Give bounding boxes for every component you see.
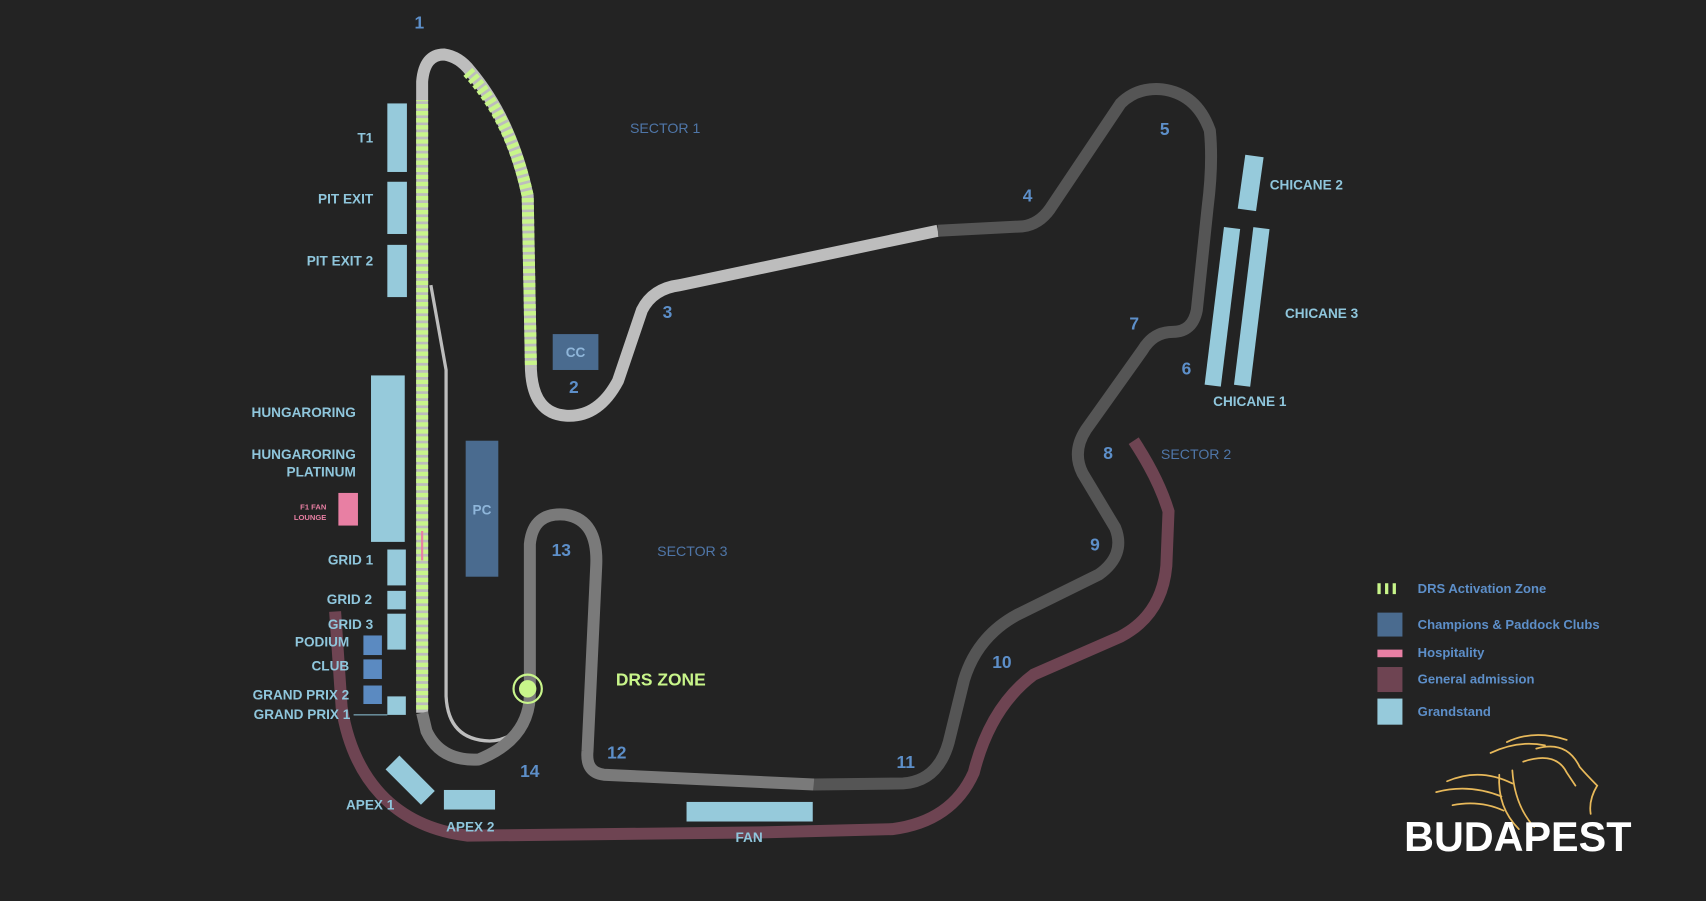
logo-budapest: BUDAPEST: [1404, 814, 1631, 860]
general-admission-area[interactable]: [329, 437, 1175, 842]
label-pit-exit: PIT EXIT: [318, 192, 374, 207]
legend-clubs: Champions & Paddock Clubs: [1418, 617, 1600, 632]
grandstand-hungaroring[interactable]: [371, 375, 405, 542]
fan-lounge-label-2: LOUNGE: [294, 513, 327, 522]
grandstand-club[interactable]: [363, 659, 382, 679]
label-apex-1: APEX 1: [346, 798, 395, 813]
label-apex-2: APEX 2: [446, 819, 495, 834]
label-fan: FAN: [735, 830, 762, 845]
label-hungaroring: HUNGARORING: [252, 405, 356, 420]
drs-dashes-icon: [1377, 583, 1396, 595]
sector-2-label: SECTOR 2: [1161, 446, 1232, 462]
grandstand-grid-1[interactable]: [387, 549, 406, 586]
legend: DRS Activation Zone Champions & Paddock …: [1377, 581, 1600, 725]
label-podium: PODIUM: [295, 634, 349, 649]
grandstand-apex-2[interactable]: [443, 789, 496, 810]
grandstand-podium[interactable]: [363, 635, 382, 656]
grandstand-pit-exit-2[interactable]: [387, 244, 407, 298]
grandstand-grid-2[interactable]: [387, 590, 406, 610]
turn-9: 9: [1090, 535, 1100, 555]
hospitality-swatch-icon: [1377, 649, 1403, 658]
legend-hospitality: Hospitality: [1418, 645, 1485, 660]
legend-general-admission: General admission: [1418, 671, 1535, 686]
track-sector-2: [813, 83, 1218, 791]
turn-12: 12: [607, 742, 626, 762]
grandstand-fan[interactable]: [686, 801, 813, 822]
turn-7: 7: [1129, 314, 1139, 334]
champions-club-cc[interactable]: [552, 334, 599, 370]
label-grand-prix-2: GRAND PRIX 2: [253, 688, 350, 703]
grandstand-grand-prix-1[interactable]: [387, 696, 406, 715]
turn-8: 8: [1103, 443, 1113, 463]
turn-4: 4: [1023, 185, 1033, 205]
grandstand-chicane-1[interactable]: [1204, 226, 1241, 387]
drs-detection-point: [512, 673, 543, 705]
grandstand-chicane-3[interactable]: [1233, 227, 1270, 387]
grandstand-grid-3[interactable]: [387, 613, 406, 650]
label-grid-2: GRID 2: [327, 592, 373, 607]
turn-5: 5: [1160, 119, 1170, 139]
grandstand-apex-1[interactable]: [385, 755, 435, 805]
label-chicane-2: CHICANE 2: [1270, 177, 1344, 192]
grandstand-t1[interactable]: [387, 103, 407, 172]
grandstand-swatch-icon: [1377, 698, 1403, 725]
turn-13: 13: [552, 540, 572, 560]
turn-1: 1: [415, 12, 425, 32]
legend-grandstand: Grandstand: [1418, 704, 1491, 719]
track-sector-1: [416, 48, 940, 713]
grandstand-pit-exit[interactable]: [387, 181, 407, 234]
turn-6: 6: [1182, 358, 1192, 378]
label-chicane-3: CHICANE 3: [1285, 306, 1359, 321]
fan-lounge-label-1: F1 FAN: [300, 502, 326, 511]
sector-3-label: SECTOR 3: [657, 543, 728, 559]
club-swatch-icon: [1377, 612, 1403, 637]
turn-2: 2: [569, 377, 579, 397]
drs-zone-label: DRS ZONE: [616, 670, 706, 690]
label-grid-3: GRID 3: [328, 617, 374, 632]
track-sector-3: [416, 508, 815, 791]
label-grand-prix-1: GRAND PRIX 1: [254, 707, 351, 722]
label-club: CLUB: [311, 658, 349, 673]
general-admission-swatch-icon: [1377, 667, 1403, 693]
label-chicane-1: CHICANE 1: [1213, 394, 1287, 409]
grandstand-grand-prix-2[interactable]: [363, 685, 382, 705]
sector-1-label: SECTOR 1: [630, 120, 701, 136]
turn-11: 11: [897, 752, 916, 772]
turn-14: 14: [520, 761, 540, 781]
grandstand-chicane-2[interactable]: [1237, 154, 1264, 212]
label-pit-exit-2: PIT EXIT 2: [307, 254, 374, 269]
turn-10: 10: [992, 652, 1011, 672]
paddock-club-pc[interactable]: [465, 440, 499, 577]
f1-fan-lounge[interactable]: [338, 492, 358, 526]
legend-drs: DRS Activation Zone: [1418, 581, 1547, 596]
label-platinum-2: PLATINUM: [287, 465, 356, 480]
label-platinum-1: HUNGARORING: [252, 447, 356, 462]
label-t1: T1: [357, 131, 373, 146]
label-grid-1: GRID 1: [328, 553, 374, 568]
cc-label: CC: [566, 345, 586, 360]
pc-label: PC: [473, 503, 492, 518]
lion-head-icon: [1435, 734, 1599, 830]
turn-3: 3: [663, 302, 673, 322]
drs-zone-2: [463, 67, 537, 368]
